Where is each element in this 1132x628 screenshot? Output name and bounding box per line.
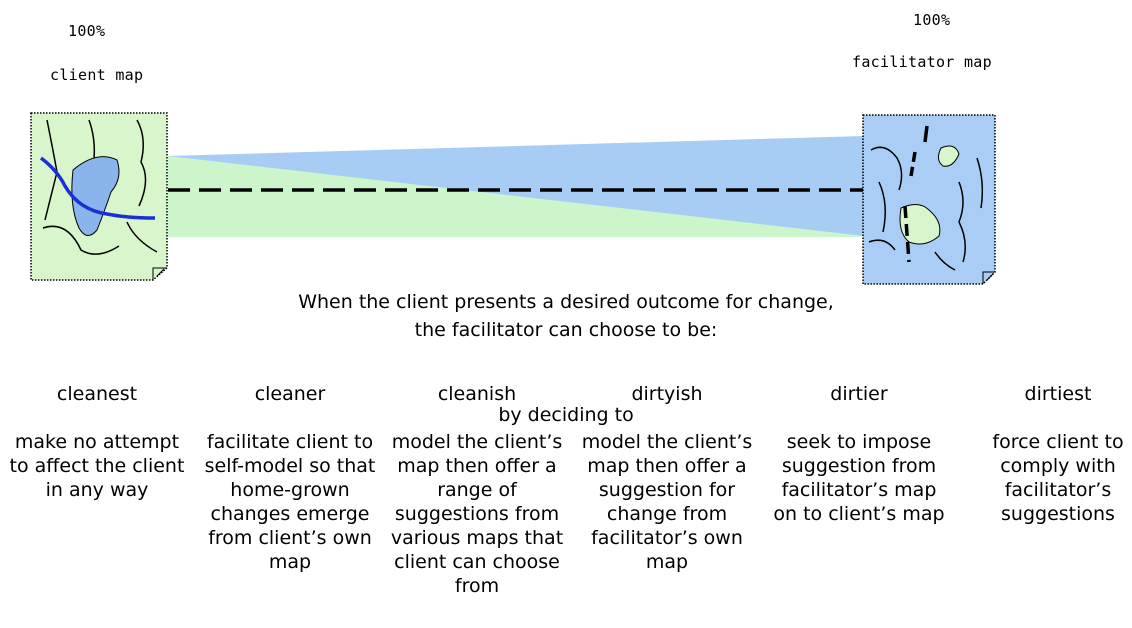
option-label: cleanish bbox=[437, 383, 517, 405]
intro-line-2: the facilitator can choose to be: bbox=[414, 319, 718, 341]
option-label: cleaner bbox=[254, 383, 326, 405]
deciding-label: by deciding to bbox=[498, 404, 634, 426]
band-green-wedge bbox=[168, 156, 864, 236]
option-label: cleanest bbox=[56, 383, 138, 405]
option-cleanest: cleanest make no attempt to affect the c… bbox=[6, 382, 188, 502]
option-description: make no attempt to affect the client in … bbox=[9, 431, 185, 501]
client-map-document-icon bbox=[30, 112, 168, 281]
facilitator-map-title: facilitator map bbox=[852, 53, 992, 71]
option-description: facilitate client to self-model so that … bbox=[204, 431, 376, 573]
option-dirtiest: dirtiest force client to comply with fac… bbox=[967, 382, 1132, 526]
option-description: seek to impose suggestion from facilitat… bbox=[773, 431, 945, 525]
facilitator-percent: 100% bbox=[913, 11, 951, 29]
client-percent: 100% bbox=[68, 22, 106, 40]
facilitator-map-document-icon bbox=[862, 114, 996, 285]
option-label: dirtier bbox=[830, 383, 888, 405]
option-description: model the client’s map then offer a sugg… bbox=[581, 431, 753, 573]
option-dirtier: dirtier seek to impose suggestion from f… bbox=[768, 382, 950, 526]
option-cleaner: cleaner facilitate client to self-model … bbox=[199, 382, 381, 574]
option-cleanish: cleanish model the client’s map then off… bbox=[386, 382, 568, 598]
option-dirtyish: dirtyish model the client’s map then off… bbox=[576, 382, 758, 574]
option-label: dirtyish bbox=[631, 383, 703, 405]
intro-line-1: When the client presents a desired outco… bbox=[298, 291, 834, 313]
client-map-title: client map bbox=[50, 66, 144, 84]
option-description: force client to comply with facilitator’… bbox=[992, 431, 1124, 525]
option-description: model the client’s map then offer a rang… bbox=[390, 431, 564, 597]
option-label: dirtiest bbox=[1024, 383, 1092, 405]
